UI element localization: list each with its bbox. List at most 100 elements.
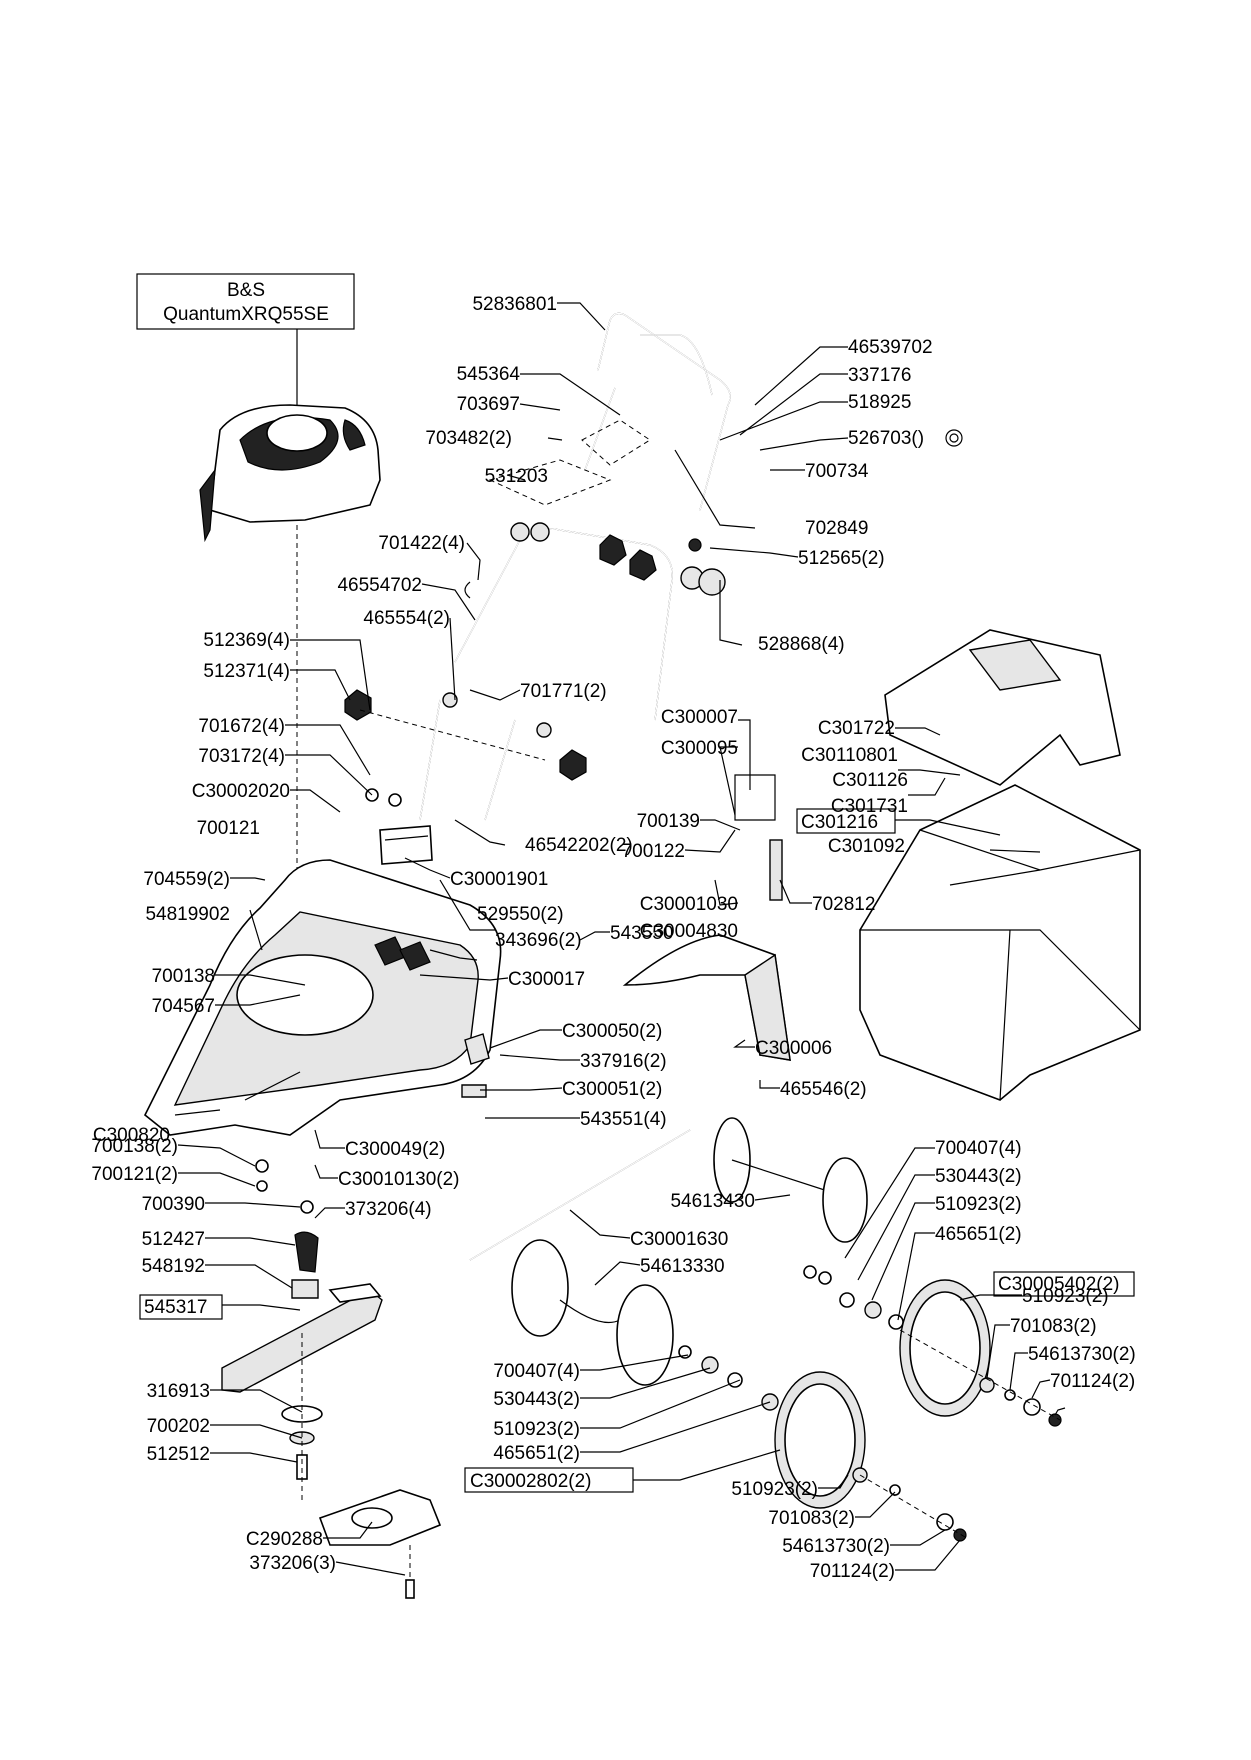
part-label: 703697 [457,394,520,415]
part-label: 700122 [622,841,685,862]
part-label: 701422(4) [378,533,465,554]
part-label: 543550 [610,923,673,944]
part-label: 465651(2) [493,1443,580,1464]
part-label: C301216 [801,812,878,833]
part-label: C30002802(2) [470,1471,591,1492]
part-label: 373206(3) [249,1553,336,1574]
label-box-C30002802 [464,1467,634,1493]
part-label: 510923(2) [731,1479,818,1500]
part-label: 531203 [485,466,548,487]
part-label: 530443(2) [935,1166,1022,1187]
part-label: C300049(2) [345,1139,445,1160]
part-label: 701672(4) [198,716,285,737]
part-label: 526703() [848,428,924,449]
spring-symbol-icon [945,429,963,447]
part-label: C301731 [831,796,908,817]
part-label: C300820 [93,1125,170,1146]
part-label: 701124(2) [810,1561,895,1582]
part-label: C300051(2) [562,1079,662,1100]
part-label: C30001901 [450,869,548,890]
part-label: 701771(2) [520,681,607,702]
part-label: 512369(4) [203,630,290,651]
part-label: 512427 [142,1229,205,1250]
part-label: C300007 [661,707,738,728]
part-label: C290288 [246,1529,323,1550]
part-label: 54613730(2) [1028,1344,1136,1365]
part-label: C30004830 [640,921,738,942]
part-label: 529550(2) [477,904,564,925]
part-label: 528868(4) [758,634,845,655]
part-label: 548192 [142,1256,205,1277]
part-label: 316913 [147,1381,210,1402]
part-label: 46542202(2) [525,835,633,856]
part-label: C30001630 [630,1229,728,1250]
part-label: 465546(2) [780,1079,867,1100]
part-label: 545364 [457,364,521,385]
part-label: 54819902 [145,904,230,925]
engine-model: QuantumXRQ55SE [163,304,329,325]
part-label: 54613730(2) [782,1536,890,1557]
part-label: 701083(2) [1010,1316,1097,1337]
wheels-drawing [469,1117,1062,1542]
part-label: 543551(4) [580,1109,667,1130]
label-box-C301216 [796,808,896,834]
part-label: 54613330 [640,1256,725,1277]
part-label: C30005402(2) [998,1274,1119,1295]
part-label: 700390 [142,1194,205,1215]
part-label: 701124(2) [1050,1371,1135,1392]
part-label: 512371(4) [203,661,290,682]
chute-drawing [622,774,791,1061]
part-label: 52836801 [472,294,557,315]
part-label: 337916(2) [580,1051,667,1072]
part-label: 54613430 [670,1191,755,1212]
part-label: C30010130(2) [338,1169,459,1190]
spring-symbol-inner-icon [949,433,959,443]
blade-stack-drawing [221,1159,442,1599]
part-label: 703482(2) [425,428,512,449]
part-label: 337176 [848,365,911,386]
part-label: 700202 [147,1416,210,1437]
part-label: C300017 [508,969,585,990]
part-label: 701083(2) [768,1508,855,1529]
part-label: 510923(2) [1022,1286,1109,1307]
part-label: 704567 [152,996,215,1017]
grass-catcher-drawing [859,629,1141,1101]
part-label: 702849 [805,518,868,539]
part-label: 465554(2) [363,608,450,629]
part-label: 700139 [637,811,700,832]
part-labels: 52836801 46539702 545364 337176 703697 5… [91,294,1135,1582]
part-label: 46539702 [848,337,933,358]
part-label: 703172(4) [198,746,285,767]
part-label: C30001030 [640,894,738,915]
part-label: 465651(2) [935,1224,1022,1245]
leader-lines [174,302,1066,1576]
part-label: 510923(2) [493,1419,580,1440]
deck-drawing [143,825,502,1136]
part-label: 700407(4) [935,1138,1022,1159]
part-label: 343696(2) [495,930,582,951]
part-label: 702812 [812,894,875,915]
part-label: C30002020 [192,781,290,802]
part-label: 700121 [197,818,260,839]
part-label: C300095 [661,738,738,759]
part-label: 700734 [805,461,869,482]
part-label: 700138 [152,966,215,987]
part-label: C301126 [832,770,908,791]
part-label: 373206(4) [345,1199,432,1220]
engine-brand: B&S [227,280,265,301]
engine-label-box [136,273,355,330]
handle-drawing [344,312,731,821]
part-label: C301092 [828,836,905,857]
part-label: C30110801 [801,745,898,766]
part-label: 700138(2) [91,1136,178,1157]
label-box-545317 [139,1294,223,1320]
part-label: C300050(2) [562,1021,662,1042]
part-label: 518925 [848,392,911,413]
part-label: 530443(2) [493,1389,580,1410]
part-label: 545317 [144,1297,207,1318]
part-label: C301722 [818,718,895,739]
part-label: 510923(2) [935,1194,1022,1215]
part-label: 512512 [147,1444,210,1465]
engine-drawing: B&S QuantumXRQ55SE [136,273,381,1010]
